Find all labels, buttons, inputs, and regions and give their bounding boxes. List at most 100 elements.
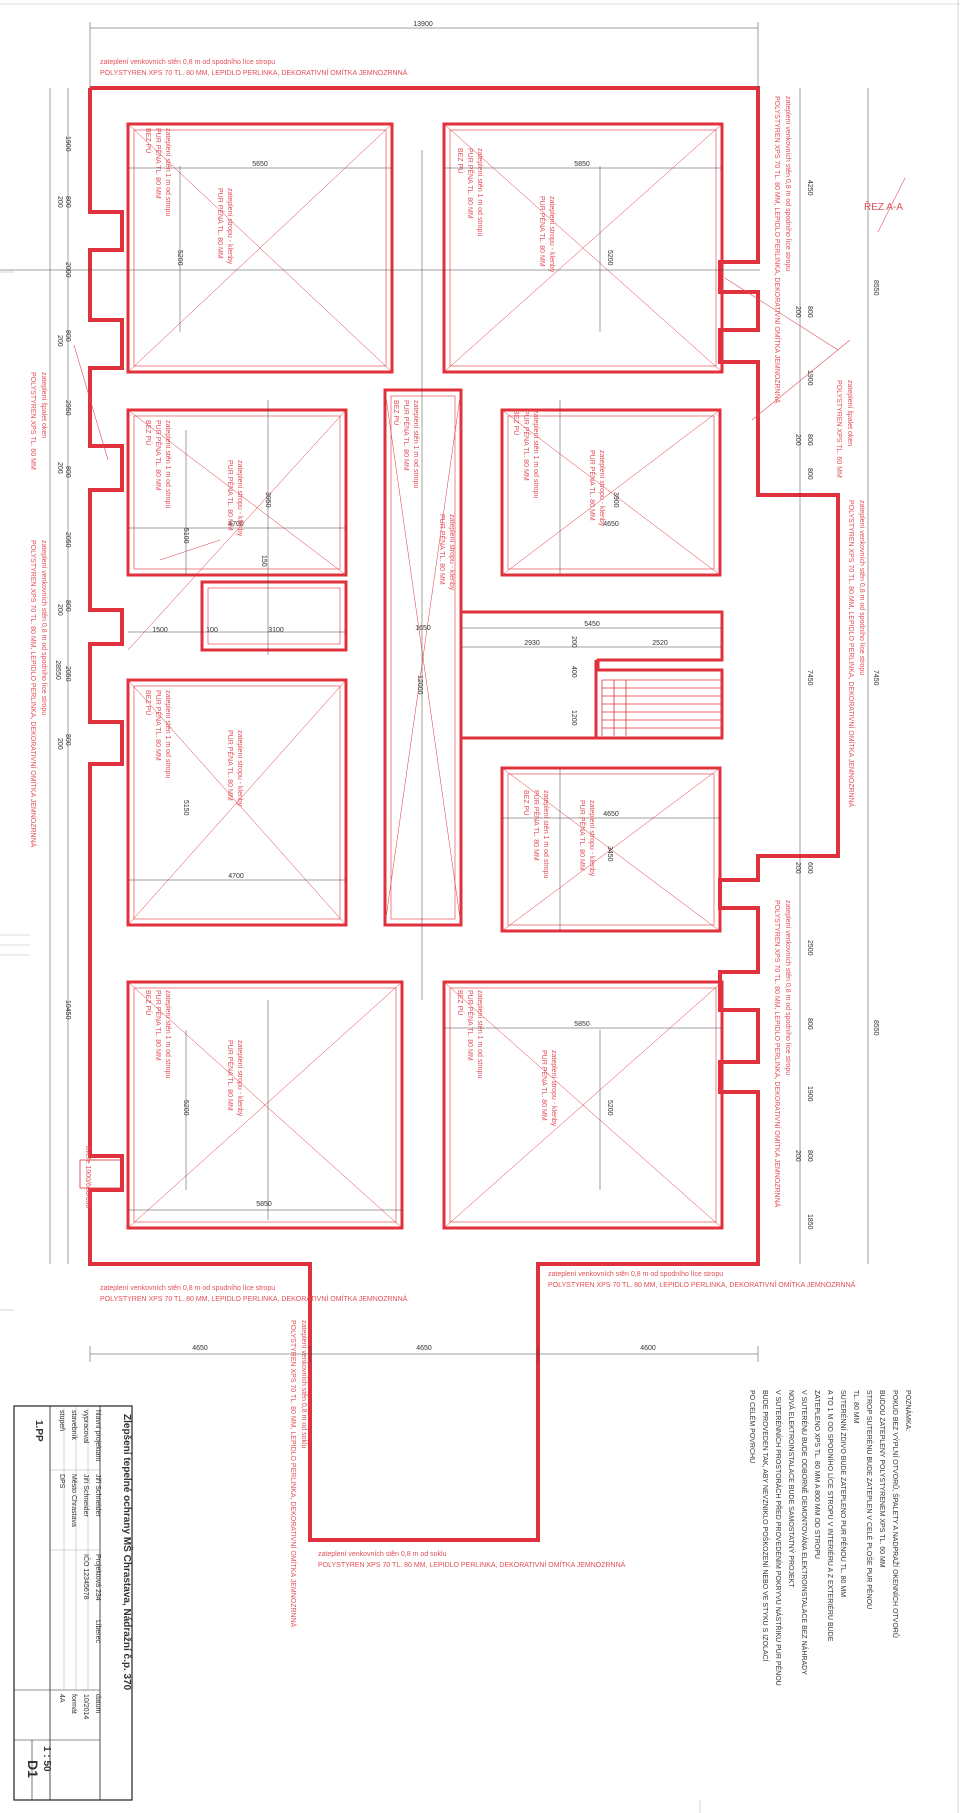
dim-inner-14: 12000: [416, 675, 423, 695]
dim-bottom-1: 4650: [192, 1345, 208, 1352]
remark-1: POKUD BEZ VÝPLNÍ OTVORŮ, ŠPALETY A NADPR…: [891, 1390, 900, 1638]
dim-inner-20: 1200: [570, 710, 577, 726]
room-b-note-5: PUR PĚNA TL. 80 MM: [538, 196, 547, 267]
room-c-note-5: PUR PĚNA TL. 80 MM: [226, 460, 235, 531]
exterior-notes: zateplení venkovních stěn 0,8 m od spodn…: [29, 59, 903, 1628]
note-top-a: zateplení venkovních stěn 0,8 m od spodn…: [100, 59, 275, 66]
tb-row2-label: stavebník: [70, 1410, 77, 1440]
dim-inner-21: 4650: [603, 811, 619, 818]
dim-left-4: 800: [64, 330, 71, 342]
room-b-note-2: PUR PĚNA TL. 80 MM: [466, 148, 475, 219]
corridor-note-3: BEZ PÚ: [392, 400, 401, 425]
dim-right-11: 2500: [806, 940, 813, 956]
tb-row1-label: vypracoval: [82, 1410, 89, 1444]
remark-9: NOVÁ ELEKTROINSTALACE BUDE SAMOSTATNÝ PR…: [787, 1390, 796, 1588]
room-h-note-1: zateplení stěn 1 m od stropu: [476, 990, 483, 1078]
dim-right-1: 8550: [872, 280, 879, 296]
corridor-note-2: PUR PĚNA TL. 80 MM: [402, 400, 411, 471]
dim-right-9: 600: [806, 862, 813, 874]
section-label: ŘEZ A-A: [864, 200, 903, 213]
tb-row0-label: hlavní projektant: [94, 1410, 101, 1461]
dim-left-15: 10450: [64, 1000, 71, 1020]
dim-inner-5: 4700: [228, 521, 244, 528]
room-d-note-1: zateplení stěn 1 m od stropu: [532, 410, 539, 498]
tb-datum-label: datum: [94, 1694, 101, 1714]
dim-left-10: 800: [64, 600, 71, 612]
dim-inner-26: 5850: [574, 1021, 590, 1028]
room-b-note-1: zateplení stěn 1 m od stropu: [476, 148, 483, 236]
dim-right-5: 800: [806, 434, 813, 446]
exterior-walls: [88, 86, 840, 1542]
dim-inner-19: 400: [570, 666, 577, 678]
tb-row0-addr2: Liberec: [94, 1620, 101, 1643]
room-b-note-3: BEZ PÚ: [456, 148, 465, 173]
remark-3: STROP SUTERÉNU BUDE ZATEPLEN V CELÉ PLOŠ…: [865, 1390, 874, 1609]
room-g-note-4: zateplení stropu - klenby: [236, 1040, 243, 1117]
tb-format: 4A: [58, 1694, 65, 1703]
tb-row1-ico: IČO 12345678: [82, 1554, 91, 1600]
dim-left-5: 200: [56, 335, 63, 347]
dim-inner-24: 4700: [228, 873, 244, 880]
room-g: [126, 980, 404, 1230]
room-d-note-3: BEZ PÚ: [512, 410, 521, 435]
dim-inner-23: 5150: [182, 800, 189, 816]
room-e-note-4: zateplení stropu - klenby: [236, 730, 243, 807]
room-insets: [133, 129, 717, 1223]
stair-and-partitions: [79, 610, 724, 1189]
dim-right-16: 1850: [806, 1214, 813, 1230]
remark-5: SUTERÉNNÍ ZDIVO BUDE ZATEPLENO PUR PĚNOU…: [839, 1390, 848, 1597]
tb-project: Zlepšení tepelné ochrany MŠ Chrastava, N…: [121, 1414, 134, 1691]
corridor: [383, 388, 463, 927]
room-h-note-2: PUR PĚNA TL. 80 MM: [466, 990, 475, 1061]
dim-inner-0: 5650: [252, 161, 268, 168]
tb-datum: 10/2014: [82, 1694, 89, 1719]
note-right-1a: zateplení venkovních stěn 0,8 m od spodn…: [784, 96, 791, 271]
dim-inner-13: 1650: [415, 625, 431, 632]
right-dim-chain: 4250 8550 800 200 1900 800 200 800 7450 …: [794, 180, 879, 1230]
dim-inner-15: 5450: [584, 621, 600, 628]
note-socle-vertical-b: POLYSTYREN XPS 70 TL. 80 MM, LEPIDLO PER…: [289, 1320, 298, 1628]
room-d-note-2: PUR PĚNA TL. 80 MM: [522, 410, 531, 481]
dim-inner-11: 1500: [152, 627, 168, 634]
remark-2: BUDOU ZATEPLENY POLYSTYRENEM XPS TL. 60 …: [878, 1390, 885, 1568]
dim-right-17: 8550: [872, 1020, 879, 1036]
interior-notes: zateplení stěn 1 m od stropu PUR PĚNA TL…: [144, 128, 605, 1127]
dim-inner-18: 200: [570, 636, 577, 648]
dim-inner-7: 5100: [182, 528, 189, 544]
tb-format-label: formát: [70, 1694, 77, 1714]
dim-right-10: 200: [794, 862, 801, 874]
room-c: [126, 408, 348, 577]
note-bottom-right-a: zateplení venkovních stěn 0,8 m od spodn…: [548, 1271, 723, 1278]
corridor-note-1: zateplení stěn 1 m od stropu: [412, 400, 419, 488]
ceiling-crosses: [127, 123, 723, 1229]
dim-right-12: 800: [806, 1018, 813, 1030]
dim-inner-4: 3950: [264, 492, 271, 508]
remark-10: V SUTERÉNNÍCH PROSTORÁCH PŘED PROVEDENÍM…: [774, 1390, 783, 1686]
note-socle-b: POLYSTYREN XPS 70 TL. 80 MM, LEPIDLO PER…: [318, 1560, 626, 1569]
dim-inner-25: 5850: [256, 1201, 272, 1208]
room-a-note-2: PUR PĚNA TL. 80 MM: [154, 128, 163, 199]
dim-inner-22: 3450: [606, 846, 613, 862]
dim-left-total: 28550: [54, 660, 61, 680]
dim-inner-17: 2520: [652, 640, 668, 647]
note-socle-vertical-a: zateplení venkovních stěn 0,8 m od soklu: [300, 1320, 307, 1449]
dim-right-4: 1900: [806, 370, 813, 386]
note-door: dveře 1000/600/600: [84, 1146, 91, 1208]
dim-inner-28: 5200: [606, 1100, 613, 1116]
left-dim-chain: 1900 800 200 2000 800 200 2950 200 800 2…: [56, 136, 71, 1020]
note-right-3b: POLYSTYREN XPS 70 TL. 80 MM, LEPIDLO PER…: [773, 900, 782, 1208]
title-block: Zlepšení tepelné ochrany MŠ Chrastava, N…: [13, 1405, 134, 1801]
room-a-note-5: PUR PĚNA TL. 80 MM: [216, 188, 225, 259]
dim-inner-10: 3100: [268, 627, 284, 634]
room-c-note-1: zateplení stěn 1 m od stropu: [164, 420, 171, 508]
room-d-note-4: zateplení stropu - klenby: [598, 450, 605, 527]
dim-inner-27: 5200: [182, 1100, 189, 1116]
dim-right-8: 7450: [806, 670, 813, 686]
dim-total-width: 13900: [413, 21, 433, 28]
dim-left-14: 200: [56, 738, 63, 750]
tb-scale: 1 : 50: [41, 1746, 52, 1772]
dim-inner-12: 100: [206, 627, 218, 634]
note-top-b: POLYSTYREN XPS 70 TL. 80 MM, LEPIDLO PER…: [100, 68, 408, 77]
